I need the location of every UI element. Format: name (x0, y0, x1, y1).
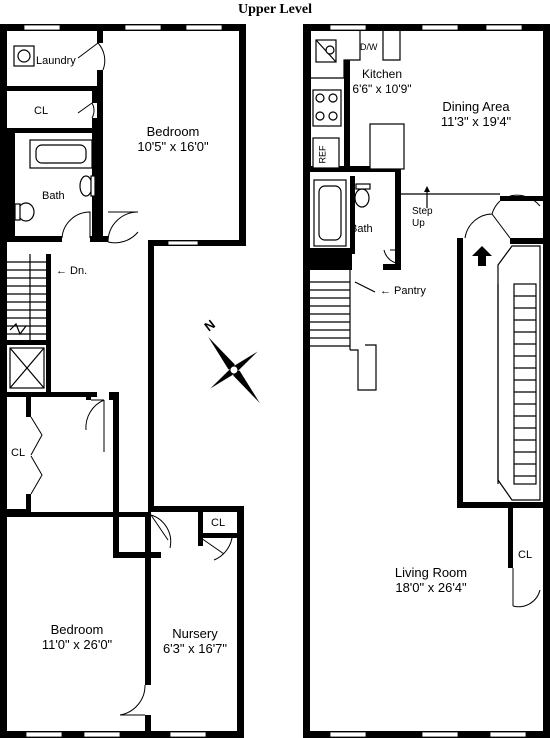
bedroom1-label: Bedroom 10'5" x 16'0" (137, 124, 209, 154)
ref-label: REF (317, 145, 328, 164)
closet-nursery-label: CL (211, 517, 226, 529)
stairs-down-label: ← Dn. (56, 265, 88, 277)
right-doors (383, 194, 541, 608)
bath-right-label: Bath (350, 223, 373, 235)
dining-label: Dining Area 11'3" x 19'4" (440, 99, 512, 129)
kitchen-label: Kitchen 6'6" x 10'9" (352, 67, 412, 96)
nursery-label: Nursery 6'3" x 16'7" (162, 626, 228, 656)
compass-icon (208, 336, 260, 404)
left-fixtures (7, 45, 96, 389)
plan-title: Upper Level (237, 2, 312, 17)
closet-upper-label: CL (34, 105, 49, 117)
left-doors (30, 42, 233, 716)
left-windows (23, 24, 223, 738)
laundry-label: Laundry (36, 55, 76, 67)
bath-left-label: Bath (42, 190, 65, 202)
left-unit-walls (0, 24, 246, 738)
dw-label: D/W (360, 42, 378, 52)
step-up-label: Step Up (412, 206, 433, 229)
living-label: Living Room 18'0" x 26'4" (394, 565, 468, 595)
pantry-label: ← Pantry (380, 285, 426, 297)
bedroom2-label: Bedroom 11'0" x 26'0" (41, 622, 113, 652)
closet-mid-label: CL (11, 447, 26, 459)
right-fixtures (310, 31, 541, 501)
right-unit-walls (303, 24, 550, 738)
entry-arrow-icon (472, 246, 492, 266)
closet-living-label: CL (518, 549, 533, 561)
right-windows (329, 24, 527, 738)
